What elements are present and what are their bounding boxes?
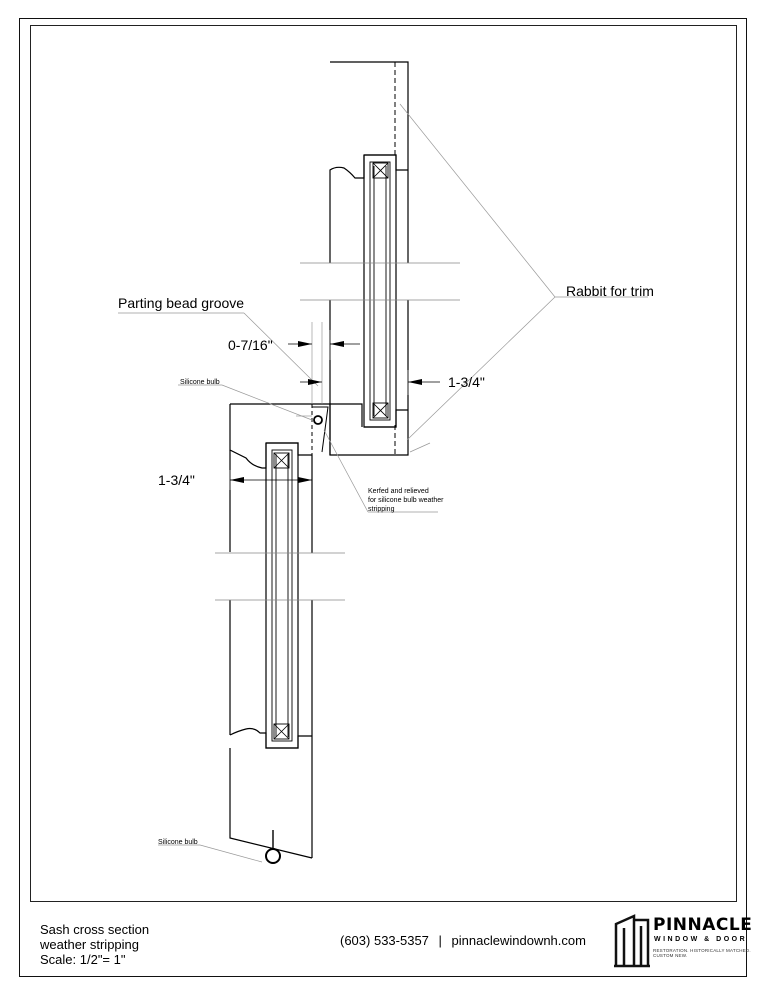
dimension-lower-sash: 1-3/4" [158, 472, 195, 488]
note-kerfed-line-1: Kerfed and relieved [368, 488, 429, 495]
label-rabbit-for-trim: Rabbit for trim [566, 283, 654, 299]
dimension-upper-sash: 1-3/4" [448, 374, 485, 390]
label-parting-bead-groove: Parting bead groove [118, 295, 245, 311]
website-link[interactable]: pinnaclewindownh.com [451, 933, 586, 948]
pinnacle-logo: PINNACLE WINDOW & DOOR RESTORATION. HIST… [612, 912, 762, 970]
logo-tagline: RESTORATION. HISTORICALLY MATCHED. CUSTO… [653, 948, 751, 958]
note-kerfed-relieved: Kerfed and relieved for silicone bulb we… [368, 487, 444, 514]
contact-info: (603) 533-5357 | pinnaclewindownh.com [340, 933, 586, 948]
phone-number: (603) 533-5357 [340, 933, 429, 948]
dimension-parting-bead: 0-7/16" [228, 337, 273, 353]
lower-sash [229, 403, 331, 864]
break-lines [215, 262, 460, 601]
note-kerfed-line-2: for silicone bulb weather [368, 497, 444, 504]
upper-sash [329, 61, 409, 456]
label-silicone-bulb-top: Silicone bulb [180, 379, 220, 386]
leader-lines [118, 103, 648, 863]
contact-separator: | [438, 933, 442, 948]
logo-name: PINNACLE [653, 915, 753, 935]
title-line-2: weather stripping [40, 937, 139, 952]
dimension-arrows [230, 341, 440, 483]
window-door-icon [614, 914, 650, 968]
title-scale: Scale: 1/2"= 1" [40, 952, 126, 967]
drawing-frame [30, 25, 737, 902]
title-line-1: Sash cross section [40, 922, 150, 937]
logo-subtitle: WINDOW & DOOR [654, 936, 748, 943]
label-silicone-bulb-bottom: Silicone bulb [158, 839, 198, 846]
title-block: Sash cross section weather stripping Sca… [40, 922, 149, 967]
drawing-sheet-border [19, 18, 747, 977]
note-kerfed-line-3: stripping [368, 506, 395, 513]
